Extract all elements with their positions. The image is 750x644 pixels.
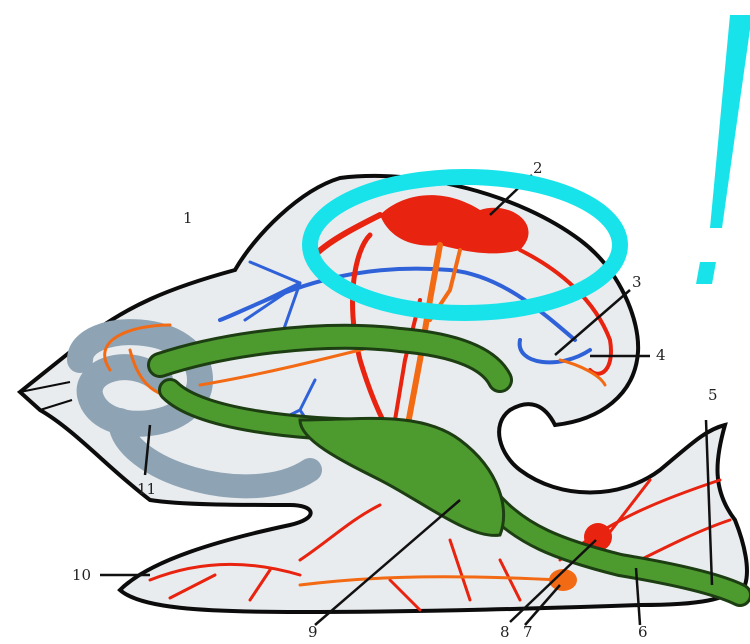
snail-body-outline [20, 176, 747, 612]
label-2: 2 [533, 159, 543, 177]
label-10: 10 [72, 566, 91, 584]
label-4: 4 [656, 346, 666, 364]
exclamation-text: ! [0, 0, 1, 1]
label-11: 11 [137, 480, 156, 498]
label-5: 5 [708, 386, 718, 404]
label-8: 8 [500, 623, 510, 641]
label-7: 7 [523, 623, 533, 641]
label-3: 3 [632, 273, 642, 291]
label-6: 6 [638, 623, 648, 641]
label-1: 1 [183, 209, 193, 227]
label-9: 9 [308, 623, 318, 641]
